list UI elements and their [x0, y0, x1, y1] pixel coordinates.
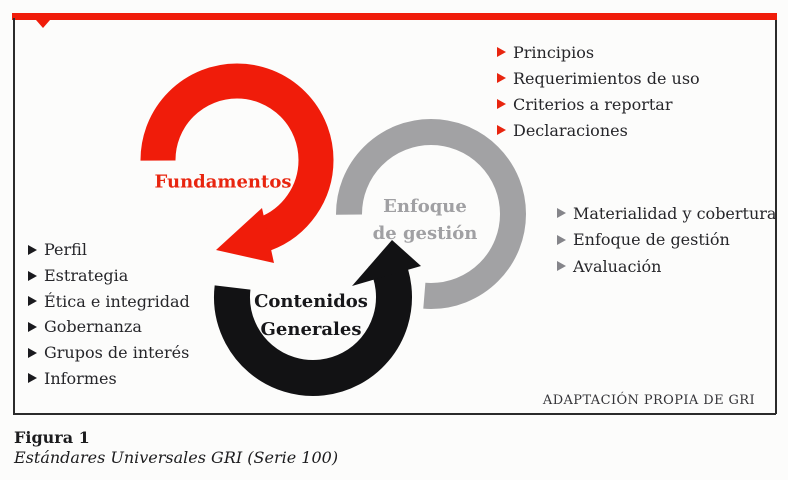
list-item-label: Perfil: [44, 240, 87, 260]
list-item: Ética e integridad: [28, 288, 190, 314]
enfoque-label: Enfoque de gestión: [373, 193, 478, 247]
fundamentos-arrowhead-icon: [216, 208, 274, 263]
list-item: Perfil: [28, 237, 190, 263]
triangle-bullet-icon: [497, 47, 506, 57]
list-item: Estrategia: [28, 263, 190, 289]
list-item: Grupos de interés: [28, 340, 190, 366]
list-item-label: Criterios a reportar: [513, 94, 673, 114]
list-item-label: Informes: [44, 368, 117, 388]
triangle-bullet-icon: [497, 73, 506, 83]
list-item: Principios: [497, 39, 700, 65]
list-item-label: Requerimientos de uso: [513, 68, 700, 88]
triangle-bullet-icon: [28, 296, 37, 307]
triangle-bullet-icon: [497, 99, 506, 109]
list-item-label: Materialidad y cobertura: [573, 203, 777, 223]
frame-border-left: [13, 18, 15, 414]
enfoque-label-line2: de gestión: [372, 223, 478, 244]
enfoque-list: Materialidad y cobertura Enfoque de gest…: [557, 200, 776, 280]
list-item: Materialidad y cobertura: [557, 200, 776, 227]
list-item: Gobernanza: [28, 314, 190, 340]
figure-title: Estándares Universales GRI (Serie 100): [14, 448, 339, 467]
contenidos-label-line1: Contenidos: [254, 291, 368, 312]
fundamentos-list: Principios Requerimientos de uso Criteri…: [497, 39, 700, 143]
fundamentos-label: Fundamentos: [154, 171, 292, 193]
contenidos-label-line2: Generales: [260, 319, 362, 340]
triangle-bullet-icon: [28, 270, 37, 281]
triangle-bullet-icon: [28, 373, 37, 384]
triangle-bullet-icon: [28, 321, 37, 332]
triangle-bullet-icon: [557, 261, 566, 272]
list-item-label: Grupos de interés: [44, 343, 190, 363]
list-item-label: Ética e integridad: [44, 291, 190, 311]
list-item-label: Enfoque de gestión: [573, 230, 730, 250]
list-item-label: Principios: [513, 42, 595, 62]
frame-top-accent-bar: [12, 13, 777, 20]
frame-border-bottom: [13, 413, 776, 415]
contenidos-label: Contenidos Generales: [254, 288, 368, 344]
triangle-bullet-icon: [497, 125, 506, 135]
enfoque-label-line1: Enfoque: [383, 196, 467, 217]
contenidos-arrowhead-icon: [352, 240, 421, 286]
enfoque-cycle-ring: [336, 119, 526, 309]
list-item: Avaluación: [557, 253, 776, 280]
list-item-label: Estrategia: [44, 266, 129, 286]
contenidos-list: Perfil Estrategia Ética e integridad Gob…: [28, 237, 190, 391]
triangle-bullet-icon: [28, 347, 37, 358]
figure-label: Figura 1: [14, 428, 90, 447]
fundamentos-cycle-arrow: [140, 63, 334, 257]
list-item-label: Avaluación: [573, 256, 662, 276]
list-item: Enfoque de gestión: [557, 227, 776, 254]
list-item: Declaraciones: [497, 117, 700, 143]
accent-triangle-marker-icon: [36, 20, 50, 28]
list-item: Informes: [28, 365, 190, 391]
frame-border-right: [775, 20, 777, 414]
list-item: Requerimientos de uso: [497, 65, 700, 91]
triangle-bullet-icon: [28, 244, 37, 255]
list-item-label: Gobernanza: [44, 317, 142, 337]
list-item: Criterios a reportar: [497, 91, 700, 117]
list-item-label: Declaraciones: [513, 120, 628, 140]
triangle-bullet-icon: [557, 208, 566, 219]
triangle-bullet-icon: [557, 234, 566, 245]
attribution-text: ADAPTACIÓN PROPIA DE GRI: [542, 393, 755, 408]
